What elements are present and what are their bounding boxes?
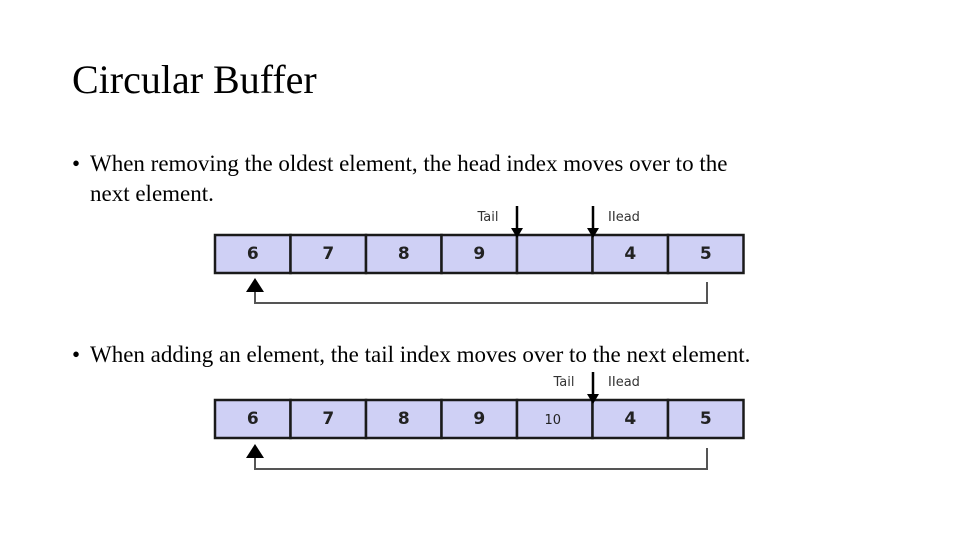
buffer-cell	[515, 398, 594, 440]
bullet-marker: •	[72, 342, 81, 367]
bullet-text: When adding an element, the tail index m…	[90, 342, 751, 367]
buffer-cell-value: 8	[398, 244, 410, 264]
buffer-cell-value: 10	[544, 413, 561, 428]
buffer-cell-value: 6	[247, 244, 259, 264]
bullet-adding: • When adding an element, the tail index …	[72, 340, 952, 370]
buffer-cell	[213, 233, 292, 275]
buffer-cell-value: 9	[473, 409, 485, 429]
tail-head-pointer-arrow	[587, 372, 599, 404]
buffer-cell	[591, 398, 670, 440]
bullet-removing: • When removing the oldest element, the h…	[72, 149, 892, 209]
buffer-cell-value: 6	[247, 409, 259, 429]
buffer-cell	[666, 398, 745, 440]
buffer-cell	[666, 233, 745, 275]
buffer-cell-value: 5	[700, 244, 712, 264]
head-pointer-arrow	[587, 206, 599, 238]
buffer-cell	[440, 398, 519, 440]
buffer-cell-value: 4	[624, 244, 636, 264]
tail-label: Tail	[477, 210, 499, 225]
buffer-cell-value: 5	[700, 409, 712, 429]
bullet-text-line1: When removing the oldest element, the he…	[90, 151, 728, 176]
buffer-diagram-remove: 6 7 8 9 4 5 Tail IIead	[213, 206, 745, 304]
wraparound-arrow	[246, 278, 708, 304]
buffer-diagram-add: 6 7 8 9 10 4 5 Tail IIead	[213, 372, 745, 470]
buffer-cell	[213, 398, 292, 440]
buffer-cell-value: 7	[322, 244, 334, 264]
buffer-cell	[515, 233, 594, 275]
bullet-marker: •	[72, 151, 81, 176]
head-label: IIead	[608, 210, 640, 225]
buffer-cell-value: 7	[322, 409, 334, 429]
buffer-cell-value: 8	[398, 409, 410, 429]
wraparound-arrow	[246, 444, 708, 470]
buffer-cell	[289, 233, 368, 275]
head-label: IIead	[608, 375, 640, 390]
buffer-cell	[364, 398, 443, 440]
tail-label: Tail	[553, 375, 575, 390]
slide-title: Circular Buffer	[72, 57, 317, 102]
buffer-cell-value: 4	[624, 409, 636, 429]
buffer-cell-value: 9	[473, 244, 485, 264]
tail-pointer-arrow	[511, 206, 523, 238]
buffer-cell	[440, 233, 519, 275]
bullet-text-line2: next element.	[90, 181, 214, 206]
